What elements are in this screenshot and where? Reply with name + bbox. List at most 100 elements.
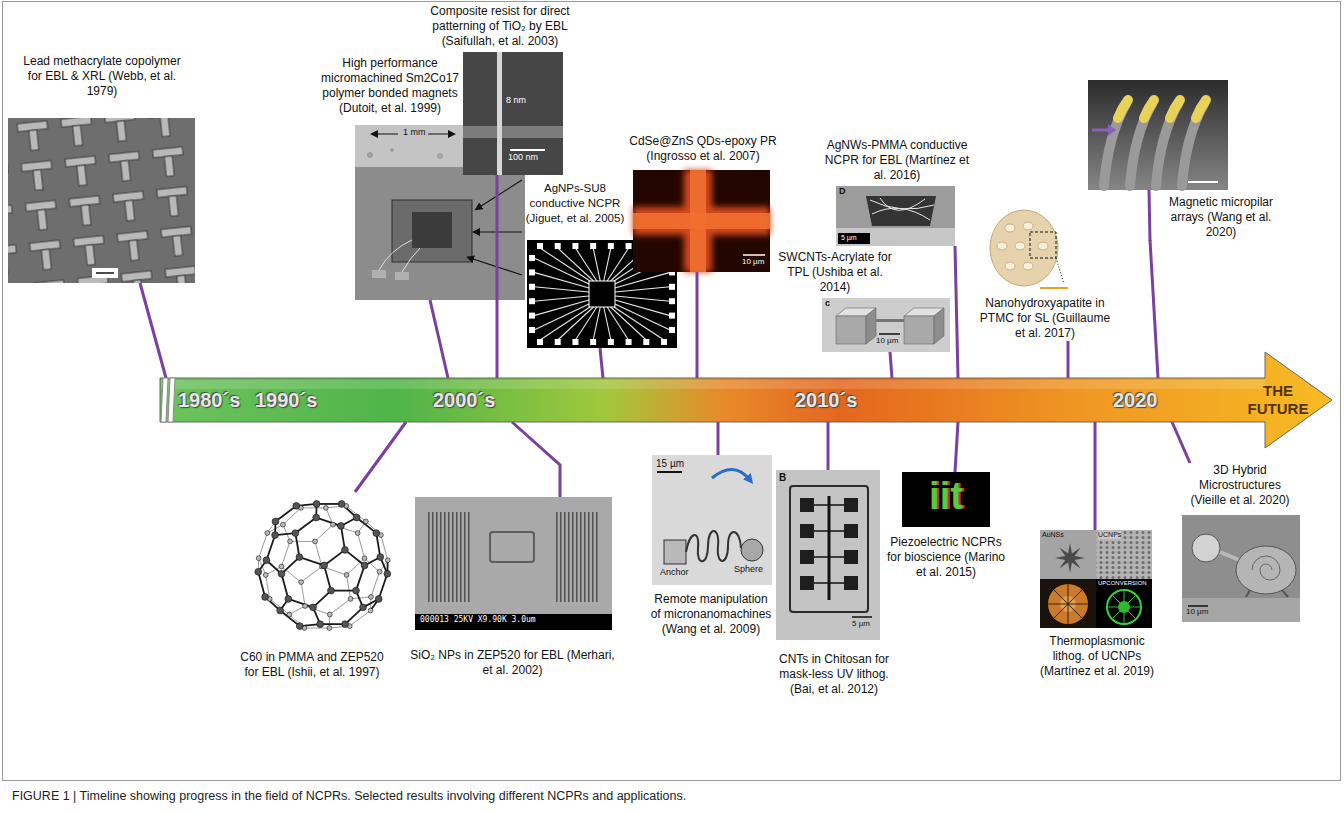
silica-micrograph — [415, 614, 612, 630]
fullerene-model — [353, 514, 360, 521]
upconversion-panels — [1040, 530, 1152, 628]
fullerene-model — [333, 525, 358, 533]
micromachine-image — [712, 469, 750, 480]
milestone-entry: SWCNTs-Acrylate for TPL (Ushiba et al. 2… — [776, 250, 950, 352]
piezo-fluorescence — [902, 472, 990, 527]
upconversion-panels — [1107, 590, 1141, 624]
fullerene-model — [373, 530, 380, 537]
fullerene-model — [330, 599, 351, 615]
quantum-dot-cross — [633, 170, 770, 272]
fullerene-model — [279, 564, 284, 569]
upconversion-panels — [1068, 604, 1082, 618]
electrode-pattern — [615, 296, 670, 301]
hybrid-microstructure — [1236, 546, 1296, 594]
timeline-arrow-shape — [161, 378, 168, 422]
image-annotation: Anchor — [660, 568, 689, 578]
fullerene-model — [327, 612, 332, 617]
nanowire-micrograph — [880, 198, 925, 210]
micropillar-array — [1092, 129, 1108, 132]
leader-line — [1149, 190, 1150, 241]
magnet-micrograph — [395, 272, 409, 280]
micromachine-image — [686, 531, 741, 561]
electrode-pattern — [615, 272, 670, 288]
chitosan-pattern — [800, 576, 814, 590]
electrode-pattern — [534, 272, 589, 288]
leader-line — [355, 422, 406, 492]
upconversion-panels — [1124, 607, 1141, 608]
fullerene-model — [288, 599, 313, 607]
electrode-pattern — [529, 269, 535, 275]
upconversion-panels — [1107, 607, 1124, 608]
electrode-pattern — [669, 284, 675, 290]
fullerene-model — [290, 541, 315, 542]
tio2-micrograph — [497, 52, 502, 175]
upconversion-panels — [1096, 579, 1152, 628]
scaffold-photo — [1005, 262, 1015, 270]
upconversion-panels — [1055, 543, 1085, 573]
upconversion-panels — [1068, 584, 1069, 604]
scaffold-photo — [1015, 242, 1025, 250]
milestone-entry: 3D Hybrid Microstructures (Vieille et al… — [1180, 463, 1300, 622]
fullerene-model — [296, 554, 303, 561]
micropillar-array — [1088, 80, 1228, 190]
fullerene-model — [272, 532, 279, 539]
milestone-entry: AgNPs-SU8 conductive NCPR (Jiguet, et al… — [518, 181, 677, 348]
image-annotation: 10 µm — [876, 337, 898, 346]
leader-line — [955, 246, 958, 378]
fullerene-model — [342, 621, 349, 628]
micropillar-array — [1196, 100, 1206, 118]
era-label: 2000´s — [433, 388, 495, 412]
fullerene-model — [356, 565, 365, 590]
chitosan-pattern — [844, 498, 858, 512]
hybrid-microstructure — [1188, 605, 1208, 607]
fullerene-model — [304, 628, 329, 629]
leader-line — [955, 422, 958, 472]
fullerene-model — [293, 503, 300, 510]
image-annotation: AuNSs — [1042, 531, 1064, 539]
scaffold-photo — [1005, 224, 1015, 232]
electrode-pattern — [661, 339, 667, 345]
electrode-pattern — [534, 287, 589, 292]
nanotube-cubes — [879, 333, 900, 335]
figure-frame — [3, 2, 1341, 781]
milestone-entry: Magnetic micropilar arrays (Wang et al. … — [1088, 80, 1280, 240]
electrode-pattern — [607, 248, 628, 281]
electrode-pattern — [590, 243, 596, 249]
chitosan-pattern — [852, 616, 872, 618]
nanotube-cubes — [822, 298, 950, 352]
milestone-caption: AgNPs-SU8 conductive NCPR (Jiguet, et al… — [518, 181, 632, 226]
milestone-caption: CdSe@ZnS QDs-epoxy PR (Ingrosso et al. 2… — [628, 134, 778, 164]
nanowire-micrograph — [836, 228, 955, 246]
piezo-fluorescence — [902, 472, 990, 527]
fullerene-model — [321, 562, 328, 569]
tio2-micrograph — [463, 52, 563, 175]
chitosan-pattern — [790, 486, 868, 612]
fullerene-model — [350, 611, 371, 627]
fullerene-model — [259, 533, 268, 558]
fullerene-model — [316, 518, 341, 526]
upconversion-panels — [1112, 595, 1124, 607]
milestone-entry: CNTs in Chitosan for mask-less UV lithog… — [774, 470, 894, 697]
era-label: 1980´s — [178, 388, 240, 412]
upconversion-panels — [1054, 604, 1068, 618]
milestone-entry: Remote manipulation of micronanomachines… — [650, 455, 772, 637]
milestone-caption: 3D Hybrid Microstructures (Vieille et al… — [1180, 463, 1300, 508]
milestone-caption: Piezoelectric NCPRs for bioscience (Mari… — [886, 535, 1006, 580]
nanowire-micrograph — [836, 186, 955, 246]
upconversion-panels — [1040, 579, 1096, 628]
electrode-pattern — [611, 307, 647, 340]
timeline-arrow: 1980´s1990´s2000´s2010´s2020THE FUTURE — [160, 378, 1332, 422]
magnet-micrograph — [390, 148, 394, 152]
electrode-pattern — [626, 339, 632, 345]
fullerene-model — [377, 554, 384, 561]
fullerene-model — [346, 506, 366, 522]
fullerene-model — [272, 518, 279, 525]
upconversion-panels — [1124, 607, 1125, 624]
upconversion-panels — [1068, 590, 1082, 604]
milestone-caption: High performance micromachined Sm2Co17 p… — [318, 56, 462, 116]
chitosan-pattern — [814, 556, 844, 558]
electrode-pattern — [615, 304, 670, 330]
fullerene-model — [310, 604, 317, 611]
timeline-arrow-shape — [168, 378, 175, 422]
fullerene-model — [371, 572, 380, 597]
